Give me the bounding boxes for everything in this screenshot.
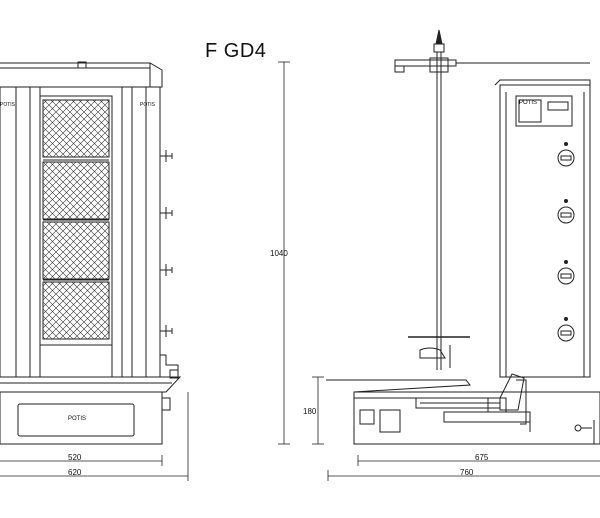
dimension-height-label: 1040 bbox=[270, 249, 288, 258]
front-hood bbox=[0, 63, 162, 87]
mesh-section-2 bbox=[43, 162, 109, 219]
side-drip-tray bbox=[326, 380, 470, 392]
side-dimension-lines bbox=[328, 455, 600, 481]
side-knobs bbox=[558, 143, 574, 342]
brand-label-side-panel: POTIS bbox=[519, 100, 538, 106]
dimension-front-inner-width-label: 520 bbox=[68, 453, 82, 462]
side-base bbox=[354, 392, 600, 444]
drip-tray bbox=[0, 377, 180, 392]
front-dimension-lines bbox=[0, 392, 188, 481]
dimension-side-inner-depth-label: 675 bbox=[475, 453, 489, 462]
height-dimension-line bbox=[278, 62, 290, 444]
front-right-column bbox=[132, 87, 146, 377]
mesh-section-3 bbox=[43, 222, 109, 279]
side-tower bbox=[500, 85, 590, 377]
top-arm bbox=[395, 60, 456, 66]
brand-label-front-base: POTIS bbox=[68, 416, 87, 422]
model-title: F GD4 bbox=[205, 40, 267, 62]
dimension-side-outer-depth-label: 760 bbox=[460, 468, 474, 477]
mesh-section-1 bbox=[43, 100, 109, 157]
dimension-front-outer-width-label: 620 bbox=[68, 468, 82, 477]
dimension-base-height-label: 180 bbox=[303, 407, 317, 416]
front-knobs bbox=[160, 150, 172, 337]
base-drawer bbox=[18, 404, 134, 436]
front-left-column bbox=[16, 87, 30, 377]
brand-label-front-left: POTIS bbox=[0, 102, 16, 108]
front-view bbox=[0, 62, 180, 444]
control-panel bbox=[516, 96, 572, 126]
base-height-dimension-line bbox=[312, 377, 324, 444]
side-view bbox=[326, 30, 600, 444]
brand-label-front-right: POTIS bbox=[140, 102, 156, 108]
mesh-section-4 bbox=[43, 282, 109, 339]
